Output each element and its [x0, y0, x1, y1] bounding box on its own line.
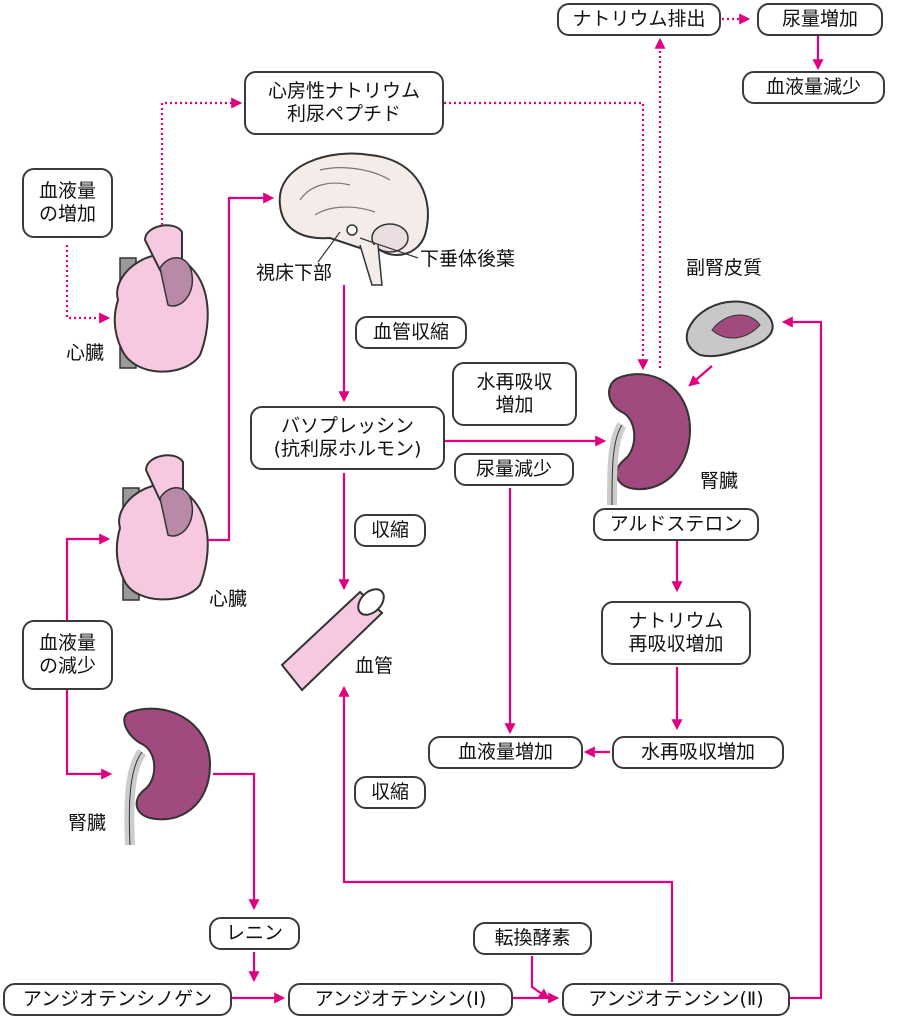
node-water-reabsorption: 水再吸収 増加 — [452, 362, 577, 426]
node-blood-volume-decrease-top: 血液量減少 — [742, 71, 885, 104]
label-heart-top: 心臓 — [66, 342, 105, 364]
kidney-right-icon — [607, 373, 692, 506]
label-posterior-pituitary: 下垂体後葉 — [420, 248, 516, 270]
node-urine-increase: 尿量増加 — [757, 3, 883, 36]
blood-vessel-icon — [280, 588, 385, 692]
node-angiotensin-1: アンジオテンシン(Ⅰ) — [288, 983, 513, 1016]
node-contraction-1: 収縮 — [354, 514, 426, 547]
label-kidney-left: 腎臓 — [68, 812, 107, 834]
arrow-heart-to-anp — [160, 97, 243, 225]
label-blood-vessel: 血管 — [355, 655, 394, 677]
label-heart-mid: 心臓 — [209, 588, 248, 610]
adrenal-gland-icon — [685, 300, 774, 358]
node-contraction-2: 収縮 — [354, 776, 426, 809]
label-hypothalamus: 視床下部 — [256, 262, 333, 284]
node-vasopressin: バソプレッシン (抗利尿ホルモン) — [250, 406, 445, 470]
node-vasoconstriction: 血管収縮 — [355, 316, 467, 349]
node-anp: 心房性ナトリウム 利尿ペプチド — [244, 71, 444, 135]
arrow-ang2-to-vessel — [338, 685, 674, 982]
node-blood-volume-increase-cause: 血液量 の増加 — [22, 168, 113, 238]
arrow-anp-to-kidney — [444, 101, 649, 371]
node-water-reabsorption-2: 水再吸収増加 — [612, 736, 784, 769]
heart-mid-icon — [115, 454, 209, 601]
heart-top-icon — [113, 224, 209, 373]
arrow-ang2-to-adrenal — [781, 316, 823, 1000]
brain-icon — [278, 152, 429, 286]
arrow-adrenal-to-kidney — [688, 365, 713, 387]
node-blood-volume-decrease-cause: 血液量 の減少 — [22, 620, 113, 690]
arrow-kidney-to-renin — [213, 772, 260, 911]
node-aldosterone: アルドステロン — [593, 508, 759, 541]
arrow-cause-to-heart — [65, 245, 111, 324]
node-angiotensinogen: アンジオテンシノゲン — [3, 983, 232, 1016]
arrow-heart-to-brain — [208, 192, 275, 542]
label-adrenal-cortex: 副腎皮質 — [686, 257, 763, 279]
kidney-left-icon — [123, 707, 212, 846]
node-renin: レニン — [209, 917, 300, 950]
arrow-cause-to-heart-mid — [65, 533, 111, 626]
node-na-reabsorption: ナトリウム 再吸収増加 — [601, 601, 751, 665]
node-converting-enzyme: 転換酵素 — [473, 922, 592, 955]
arrow-cause-to-kidney — [65, 690, 113, 780]
label-kidney-right: 腎臓 — [700, 470, 739, 492]
node-urine-decrease: 尿量減少 — [454, 453, 574, 486]
arrow-enzyme-to-ang2 — [530, 956, 550, 1000]
node-na-excretion: ナトリウム排出 — [557, 3, 721, 36]
node-blood-volume-increase-result: 血液量増加 — [428, 736, 583, 769]
node-angiotensin-2: アンジオテンシン(Ⅱ) — [562, 983, 790, 1016]
